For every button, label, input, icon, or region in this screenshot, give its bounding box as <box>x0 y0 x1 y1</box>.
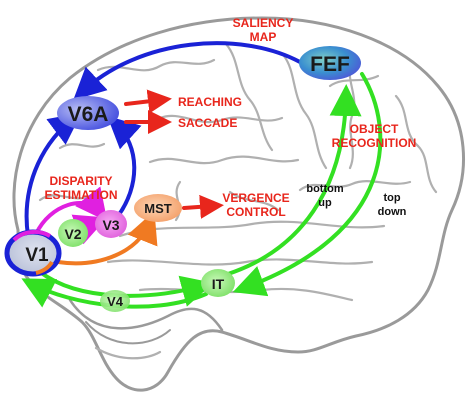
saliency-line-1: SALIENCY <box>233 16 294 30</box>
arrow-it-to-fef-bottom-up <box>226 84 362 276</box>
node-fef: FEF <box>299 46 361 80</box>
node-v6a: V6A <box>57 96 119 130</box>
arrow-mst-to-vergence <box>182 194 224 219</box>
arrow-v3-to-v6a <box>107 115 142 218</box>
bottom-up-line-1: bottom <box>306 183 343 195</box>
vergence-line-2: CONTROL <box>226 205 285 219</box>
reaching-label: REACHING <box>178 95 242 109</box>
disparity-line-1: DISPARITY <box>49 174 112 188</box>
saccade-label: SACCADE <box>178 116 237 130</box>
vergence-line-1: VERGENCE <box>222 191 289 205</box>
vergence-control-label: VERGENCE CONTROL <box>222 191 289 219</box>
node-it-label: IT <box>212 276 225 292</box>
arrow-fef-to-it-top-down <box>232 72 383 297</box>
disparity-line-2: ESTIMATION <box>44 188 117 202</box>
node-mst: MST <box>134 194 182 222</box>
arrow-fef-to-v6a <box>73 41 302 101</box>
arrow-v1-to-v6a <box>24 112 82 238</box>
node-mst-label: MST <box>144 201 172 216</box>
brain-outline <box>12 16 466 392</box>
bottom-up-line-2: up <box>318 197 332 209</box>
node-v2-label: V2 <box>64 226 81 242</box>
node-v4: V4 <box>100 290 130 312</box>
node-it: IT <box>201 269 235 297</box>
node-v1-label: V1 <box>25 245 49 266</box>
arrow-v6a-to-reaching <box>124 89 172 114</box>
object-line-2: RECOGNITION <box>332 136 417 150</box>
top-down-line-2: down <box>378 206 407 218</box>
mst-arrows <box>56 210 158 266</box>
object-line-1: OBJECT <box>350 122 399 136</box>
v2v3-arrows <box>34 186 108 245</box>
node-v4-label: V4 <box>107 294 124 309</box>
node-fef-label: FEF <box>310 53 350 76</box>
object-recognition-label: OBJECT RECOGNITION <box>332 122 417 150</box>
node-v3-label: V3 <box>102 217 119 233</box>
top-down-line-1: top <box>383 192 400 204</box>
arrow-v1-to-mst <box>56 210 158 266</box>
disparity-estimation-label: DISPARITY ESTIMATION <box>44 174 117 202</box>
node-v3: V3 <box>95 210 127 238</box>
saliency-map-label: SALIENCY MAP <box>233 16 294 44</box>
node-v1: V1 <box>4 229 62 277</box>
top-down-label: top down <box>378 192 407 218</box>
node-v6a-label: V6A <box>68 103 109 126</box>
motor-arrows <box>124 89 224 219</box>
node-v2: V2 <box>58 219 88 247</box>
arrow-v2-to-v3 <box>71 214 108 245</box>
dorsal-arrows <box>24 41 302 238</box>
bottom-up-label: bottom up <box>306 183 343 209</box>
saliency-line-2: MAP <box>250 30 277 44</box>
arrow-v1-to-v3 <box>34 186 108 236</box>
